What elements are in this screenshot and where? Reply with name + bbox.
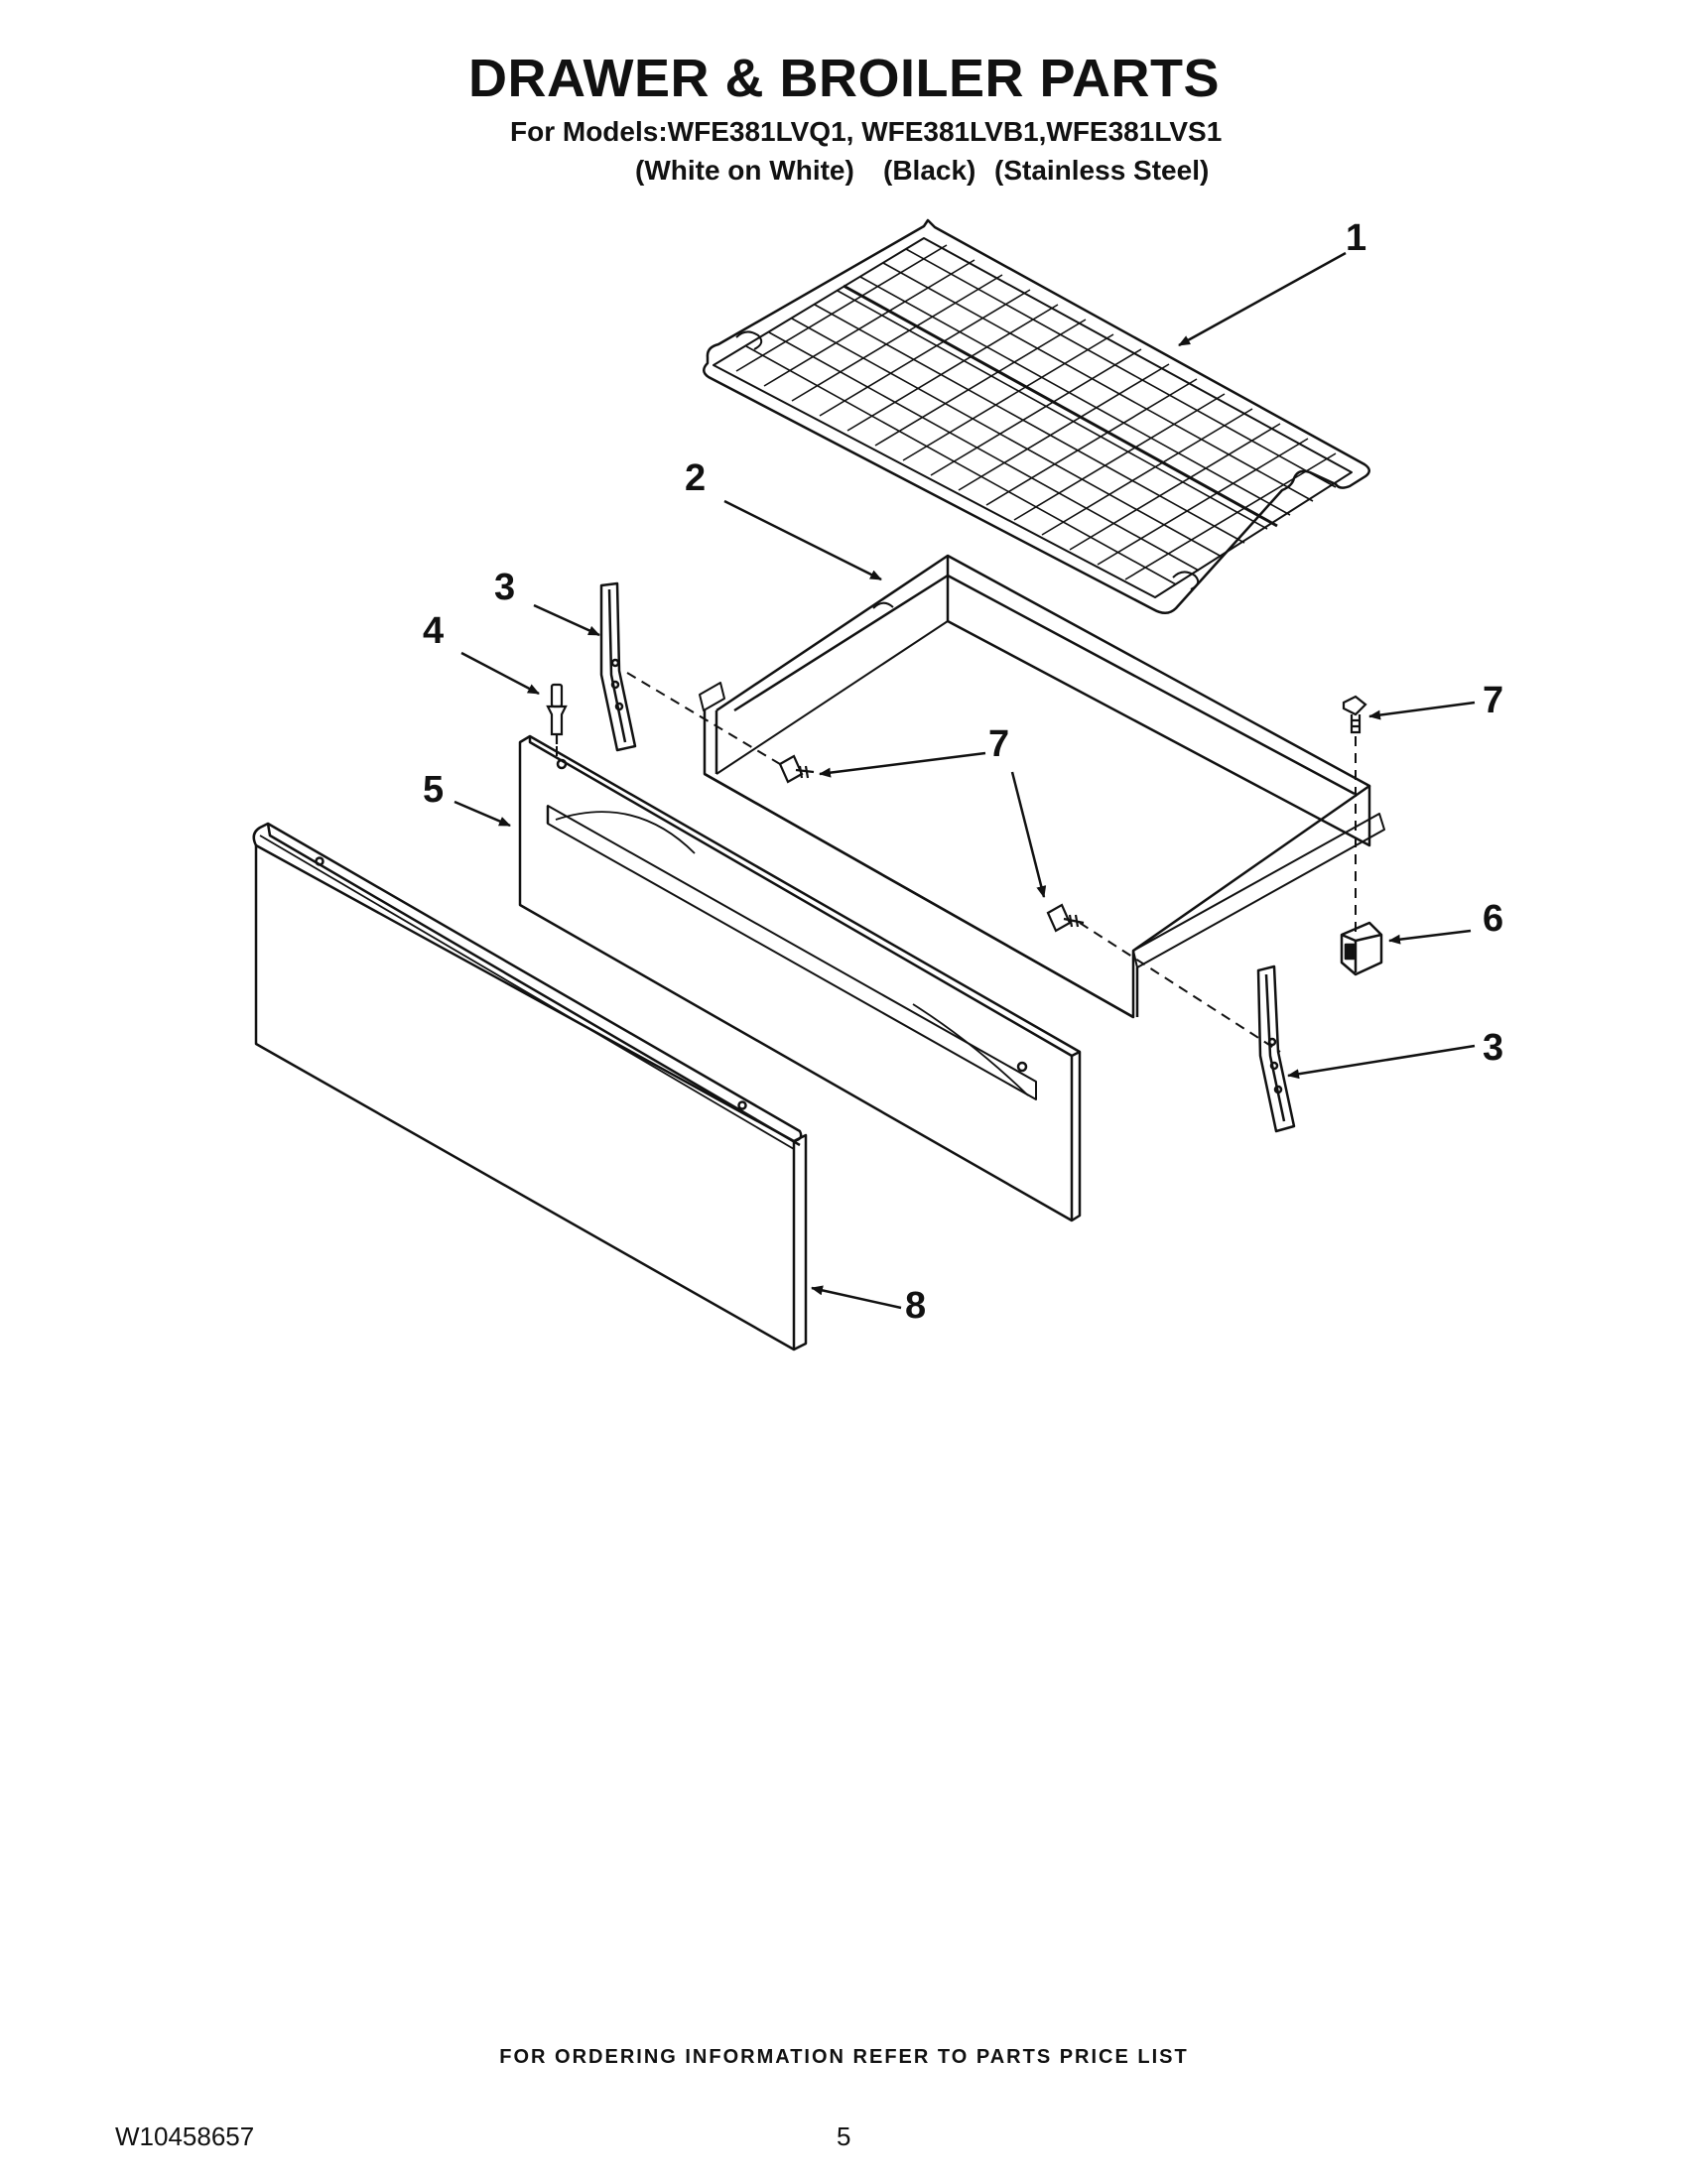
document-number: W10458657 — [115, 2121, 255, 2151]
callout-6: 6 — [1483, 898, 1503, 940]
ordering-note: FOR ORDERING INFORMATION REFER TO PARTS … — [499, 2046, 1189, 2068]
alignment-lines — [556, 672, 1357, 1053]
variant-stainless: (Stainless Steel) — [994, 155, 1210, 186]
broiler-rack — [703, 218, 1370, 614]
screw-center — [1046, 903, 1085, 933]
outer-drawer-front — [252, 822, 808, 1351]
drawer-glide-right — [1256, 964, 1296, 1133]
variant-white: (White on White) — [635, 155, 854, 186]
callout-7-center: 7 — [988, 723, 1009, 765]
exploded-parts-diagram: 1 2 3 4 5 6 7 7 3 8 — [252, 217, 1503, 1351]
screw-right — [1342, 695, 1367, 734]
callout-5: 5 — [423, 769, 444, 811]
clip-bracket — [1340, 921, 1383, 976]
callout-1: 1 — [1346, 217, 1366, 259]
page-number: 5 — [837, 2121, 851, 2151]
page-title: DRAWER & BROILER PARTS — [467, 49, 1220, 108]
callout-2: 2 — [685, 457, 706, 499]
rack-wires — [735, 244, 1337, 585]
callout-3-left: 3 — [494, 567, 515, 608]
callout-7-right: 7 — [1483, 680, 1503, 721]
callout-4: 4 — [423, 610, 444, 652]
callout-8: 8 — [905, 1285, 926, 1327]
drawer-body — [699, 554, 1385, 1019]
stud — [546, 683, 568, 744]
drawer-glide-left — [599, 581, 637, 752]
callout-3-right: 3 — [1483, 1027, 1503, 1069]
models-line: For Models:WFE381LVQ1, WFE381LVB1,WFE381… — [510, 116, 1223, 147]
leader-arrows — [454, 251, 1476, 1310]
variant-black: (Black) — [883, 155, 976, 186]
inner-drawer-panel — [518, 734, 1082, 1222]
screw-left — [778, 754, 815, 784]
